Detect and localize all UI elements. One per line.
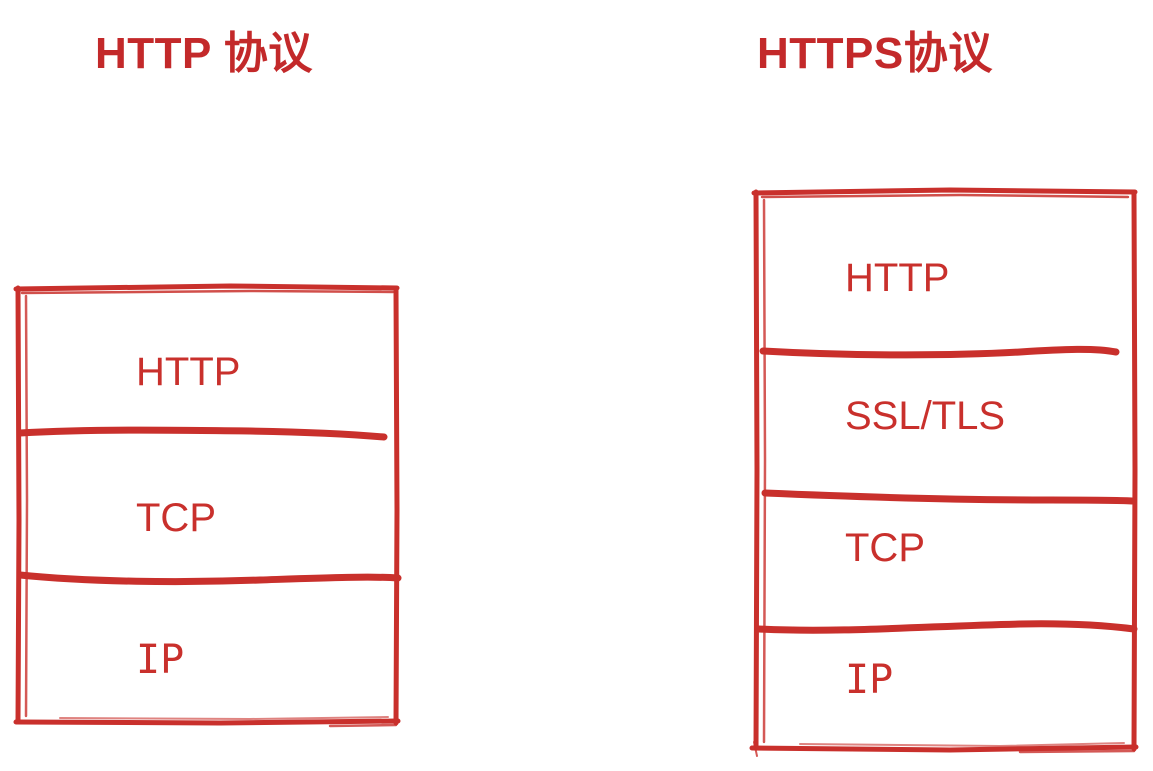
http-stack-zone-http <box>18 290 396 432</box>
http-stack-zone-tcp <box>18 433 396 577</box>
http-stack-layer-http: HTTP <box>136 350 241 394</box>
https-stack-layer-tcp: TCP <box>845 526 925 570</box>
https-stack-layer-http: HTTP <box>845 256 950 300</box>
https-stack-layer-ip: IP <box>845 657 894 703</box>
https-stack-zone-ip <box>756 630 1134 748</box>
http-stack-layer-ip: IP <box>136 637 185 683</box>
https-stack-zone-tcp <box>756 494 1134 629</box>
https-stack-zone-ssl-tls <box>756 352 1134 493</box>
https-stack-layer-ssl-tls: SSL/TLS <box>845 394 1006 438</box>
http-stack-layer-tcp: TCP <box>136 496 216 540</box>
diagram-title-http: HTTP 协议 <box>95 29 313 78</box>
https-stack-zone-http <box>756 194 1134 351</box>
diagram-title-https: HTTPS协议 <box>757 29 993 78</box>
http-stack-zone-ip <box>18 578 396 722</box>
